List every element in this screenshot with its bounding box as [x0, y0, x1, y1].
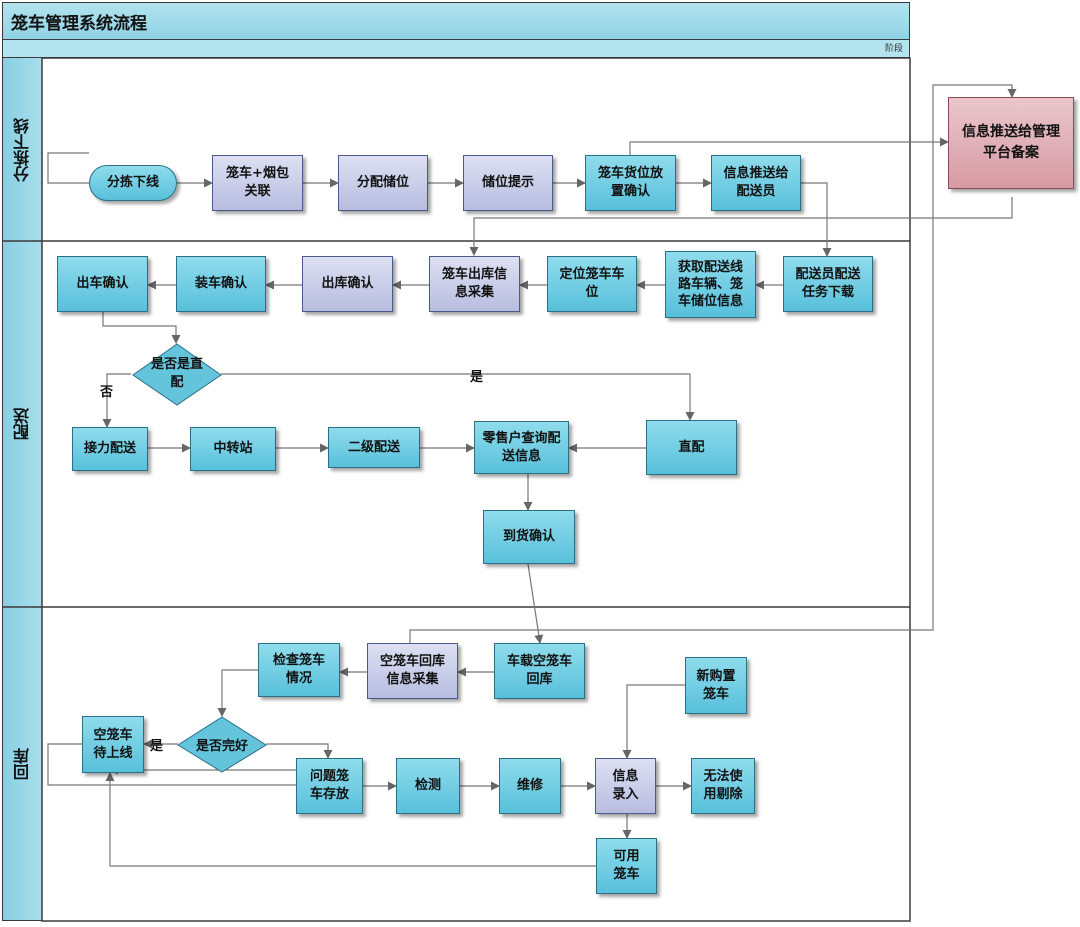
edge-label-yes-intact: 是 [150, 739, 164, 754]
edge-label-no-direct: 否 [100, 385, 114, 400]
node-cage-tobacco-link: 笼车+烟包 关联 [212, 155, 303, 211]
node-secondary-delivery: 二级配送 [328, 427, 420, 468]
node-check-cage: 检查笼车 情况 [258, 643, 340, 697]
node-direct-delivery: 直配 [646, 420, 737, 475]
node-transfer-station: 中转站 [190, 427, 276, 471]
node-vehicle-empty-return: 车载空笼车 回库 [494, 643, 585, 699]
node-repair: 维修 [499, 758, 561, 814]
node-depart-confirm: 出车确认 [57, 256, 148, 312]
node-unusable-remove: 无法使 用剔除 [691, 758, 755, 814]
node-empty-cage-collect: 空笼车回库 信息采集 [367, 643, 458, 699]
node-retailer-query: 零售户查询配 送信息 [474, 421, 569, 474]
decision-is-intact [177, 716, 267, 773]
node-new-cage: 新购置 笼车 [685, 657, 747, 714]
node-out-confirm: 出库确认 [302, 256, 393, 312]
node-dispatch-task-download: 配送员配送 任务下载 [783, 256, 873, 312]
node-get-route-info: 获取配送线 路车辆、笼 车储位信息 [665, 251, 756, 318]
edge-label-yes-direct: 是 [470, 370, 484, 385]
diagram-title: 笼车管理系统流程 [11, 14, 147, 34]
decision-is-direct-label: 是否是直 配 [150, 357, 203, 390]
node-inspect: 检测 [396, 758, 460, 814]
node-push-to-platform: 信息推送给管理 平台备案 [948, 97, 1074, 189]
node-sort-offline: 分拣下线 [89, 165, 177, 201]
node-problem-cage-store: 问题笼 车存放 [296, 758, 363, 814]
node-cage-place-confirm: 笼车货位放 置确认 [585, 155, 676, 211]
decision-is-intact-label: 是否完好 [195, 739, 248, 754]
lane-delivery: 配送 [2, 241, 42, 607]
decision-is-direct [132, 343, 222, 406]
node-empty-cage-ready: 空笼车 待上线 [82, 716, 144, 773]
phase-label: 阶段 [884, 44, 903, 54]
node-arrival-confirm: 到货确认 [483, 510, 575, 564]
node-assign-slot: 分配储位 [338, 155, 428, 211]
lane-sorting: 分拣下线 [2, 58, 42, 241]
node-load-confirm: 装车确认 [176, 256, 266, 312]
node-usable-cage: 可用 笼车 [596, 838, 657, 894]
node-cage-out-collect: 笼车出库信 息采集 [429, 256, 520, 312]
node-slot-prompt: 储位提示 [463, 155, 553, 211]
node-push-to-dispatcher: 信息推送给 配送员 [711, 155, 801, 211]
node-locate-cage: 定位笼车车 位 [547, 256, 637, 312]
title-bar: 笼车管理系统流程 [2, 2, 910, 40]
lane-return: 回库 [2, 607, 42, 921]
node-relay-delivery: 接力配送 [72, 427, 148, 471]
node-info-entry: 信息 录入 [595, 758, 656, 814]
